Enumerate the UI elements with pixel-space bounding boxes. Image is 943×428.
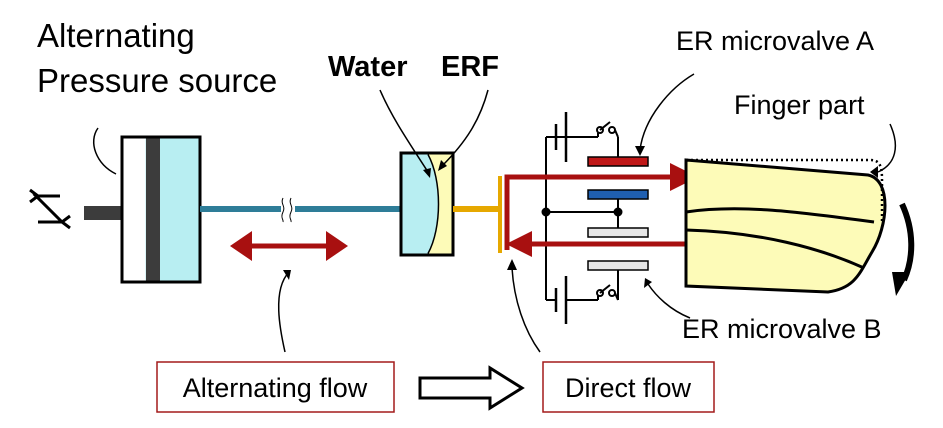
valve-b-label: ER microvalve B xyxy=(682,314,882,344)
source-label-line1: Alternating xyxy=(37,17,195,54)
direct-flow-box: Direct flow xyxy=(542,361,715,413)
direct-flow-arrows xyxy=(504,163,698,257)
outline-right-arrow-icon xyxy=(418,365,525,411)
source-label-line2: Pressure source xyxy=(37,62,277,99)
alternating-flow-label: Alternating flow xyxy=(183,373,368,403)
alternating-flow-arrow xyxy=(230,231,348,261)
valve-a-leader xyxy=(639,73,695,151)
finger-part xyxy=(684,158,887,294)
finger-bent-outline xyxy=(686,158,884,222)
er-microvalve-a xyxy=(587,156,649,200)
curved-arrow-icon xyxy=(892,202,915,296)
alternating-flow-box: Alternating flow xyxy=(156,361,395,413)
water-erf-interface xyxy=(399,151,455,257)
valve-a-label: ER microvalve A xyxy=(676,26,874,56)
pressure-source xyxy=(29,135,202,284)
direct-flow-leader xyxy=(511,267,541,353)
alternating-flow-leader xyxy=(278,271,290,353)
erf-leader xyxy=(441,89,489,167)
erf-label: ERF xyxy=(441,51,499,83)
finger-leader xyxy=(877,123,897,173)
piston xyxy=(146,138,160,281)
source-leader xyxy=(93,127,117,175)
valve-b-leader xyxy=(647,283,691,319)
water-leader xyxy=(379,89,429,173)
water-tube xyxy=(200,197,402,223)
valve-circuit xyxy=(541,112,623,324)
cylinder-left-chamber xyxy=(123,138,146,281)
finger-label: Finger part xyxy=(734,90,865,120)
er-microvalve-b xyxy=(587,227,649,271)
zigzag-arrow-icon xyxy=(29,188,71,230)
water-label: Water xyxy=(328,51,408,83)
direct-flow-label: Direct flow xyxy=(565,373,692,403)
